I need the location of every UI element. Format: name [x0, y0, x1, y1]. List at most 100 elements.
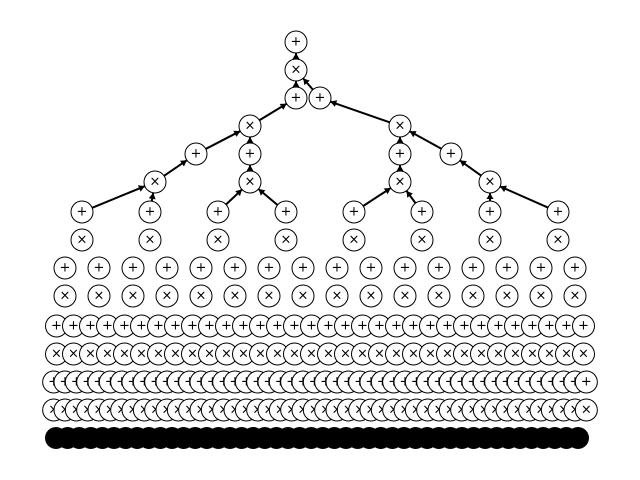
node-label: +: [191, 147, 202, 162]
node-label: ×: [145, 233, 156, 248]
add-node: +: [402, 314, 425, 338]
node-label: +: [264, 261, 275, 276]
edge-arrowhead: [279, 103, 287, 110]
node-label: ×: [187, 347, 198, 362]
node-label: +: [357, 319, 368, 334]
add-node: +: [385, 314, 408, 338]
node-label: +: [476, 319, 487, 334]
multiply-node: ×: [155, 284, 179, 308]
add-node: +: [87, 256, 111, 280]
node-label: +: [77, 205, 88, 220]
node-label: +: [60, 261, 71, 276]
node-label: ×: [527, 347, 538, 362]
multiply-node: ×: [359, 284, 383, 308]
add-node: +: [238, 142, 262, 166]
multiply-node: ×: [266, 342, 289, 366]
edge-arrowhead: [396, 137, 404, 143]
node-label: +: [230, 261, 241, 276]
add-node: +: [461, 256, 485, 280]
add-node: +: [574, 370, 598, 394]
node-label: ×: [332, 289, 343, 304]
node-label: +: [51, 319, 62, 334]
multiply-node: ×: [342, 228, 366, 252]
node-label: +: [315, 91, 326, 106]
add-node: +: [563, 256, 587, 280]
multiply-node: ×: [257, 284, 281, 308]
node-circle: [563, 284, 587, 308]
add-node: +: [325, 256, 349, 280]
node-label: ×: [204, 347, 215, 362]
node-circle: [572, 342, 595, 366]
edge-arrowhead: [330, 100, 338, 107]
multiply-node: ×: [529, 284, 553, 308]
edge-arrowhead: [233, 130, 241, 137]
node-label: ×: [221, 347, 232, 362]
node-label: +: [213, 205, 224, 220]
node-label: +: [395, 147, 406, 162]
node-label: +: [544, 319, 555, 334]
multiply-node: ×: [402, 342, 425, 366]
node-label: ×: [391, 347, 402, 362]
add-node: +: [138, 200, 162, 224]
node-label: +: [536, 261, 547, 276]
node-label: +: [391, 319, 402, 334]
node-circle: [342, 200, 366, 224]
add-node: +: [206, 200, 230, 224]
node-label: +: [366, 261, 377, 276]
multiply-node: ×: [138, 228, 162, 252]
leaf-row: [45, 427, 589, 449]
node-circle: [574, 398, 598, 422]
node-circle: [325, 284, 349, 308]
edge-arrowhead: [137, 185, 145, 192]
tree-nodes: +×++××++++××××++++++++××××××××++++++++++…: [42, 30, 598, 422]
multiply-node: ×: [388, 114, 412, 138]
node-circle: [138, 228, 162, 252]
edge-arrowhead: [409, 131, 417, 138]
multiply-node: ×: [284, 58, 308, 82]
node-circle: [308, 86, 332, 110]
edge-arrowhead: [246, 165, 254, 171]
node-circle: [238, 142, 262, 166]
node-label: ×: [323, 347, 334, 362]
multiply-node: ×: [410, 228, 434, 252]
tree-edge: [409, 130, 442, 150]
node-label: ×: [85, 347, 96, 362]
tree-edge: [499, 185, 549, 209]
edge-arrowhead: [303, 78, 310, 86]
node-circle: [238, 170, 262, 194]
node-label: +: [221, 319, 232, 334]
multiply-node: ×: [393, 284, 417, 308]
add-node: +: [529, 256, 553, 280]
node-label: ×: [298, 289, 309, 304]
node-label: +: [238, 319, 249, 334]
tree-edge: [330, 100, 390, 124]
multiply-node: ×: [572, 342, 595, 366]
edge-arrowhead: [258, 189, 266, 196]
add-node: +: [121, 256, 145, 280]
multiply-node: ×: [461, 284, 485, 308]
node-circle: [495, 284, 519, 308]
node-circle: [410, 228, 434, 252]
node-circle: [206, 228, 230, 252]
add-node: +: [342, 200, 366, 224]
node-label: ×: [561, 347, 572, 362]
node-label: +: [281, 205, 292, 220]
node-circle: [87, 284, 111, 308]
node-label: +: [298, 261, 309, 276]
node-label: +: [245, 147, 256, 162]
node-label: ×: [581, 403, 592, 418]
multiply-node: ×: [45, 342, 68, 366]
node-label: ×: [395, 119, 406, 134]
node-label: ×: [255, 347, 266, 362]
node-label: +: [425, 319, 436, 334]
node-circle: [143, 170, 167, 194]
node-label: ×: [442, 347, 453, 362]
node-label: ×: [136, 347, 147, 362]
multiply-node: ×: [546, 228, 570, 252]
multiply-node: ×: [164, 342, 187, 366]
node-label: ×: [349, 233, 360, 248]
add-node: +: [368, 314, 391, 338]
add-node: +: [53, 256, 77, 280]
node-label: ×: [366, 289, 377, 304]
